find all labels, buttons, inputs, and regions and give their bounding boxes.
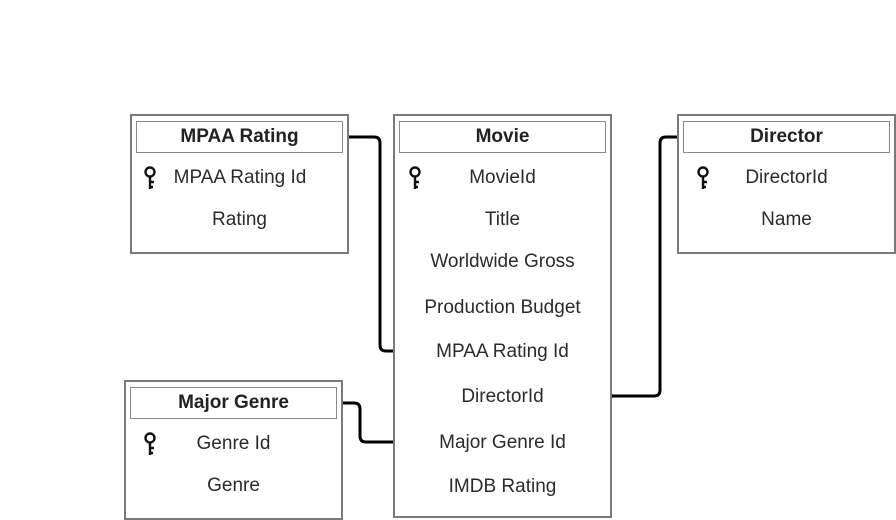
entity-major-genre[interactable]: Major Genre Genre Id Genre xyxy=(124,380,343,520)
field-director-id: DirectorId xyxy=(745,167,828,188)
field-major-genre-id: Major Genre Id xyxy=(439,432,566,453)
entity-title: Director xyxy=(683,121,890,153)
entity-mpaa-rating[interactable]: MPAA Rating MPAA Rating Id Rating xyxy=(130,114,349,254)
field-imdb-rating: IMDB Rating xyxy=(448,476,557,497)
field-genre: Genre xyxy=(207,475,260,496)
field-production-budget: Production Budget xyxy=(424,297,581,318)
field-worldwide-gross: Worldwide Gross xyxy=(430,251,575,272)
field-title: Title xyxy=(484,209,521,230)
entity-title: MPAA Rating xyxy=(136,121,343,153)
key-icon xyxy=(144,166,156,189)
connector-director-to-movie xyxy=(605,135,684,403)
entity-director[interactable]: Director DirectorId Name xyxy=(677,114,896,254)
entity-title: Major Genre xyxy=(130,387,337,419)
field-genre-id: Genre Id xyxy=(196,433,271,454)
connector-mpaa-rating-to-movie xyxy=(343,135,401,358)
connector-major-genre-to-movie xyxy=(338,401,401,449)
key-icon xyxy=(697,166,709,189)
entity-title: Movie xyxy=(399,121,606,153)
field-movie-id: MovieId xyxy=(469,167,536,188)
field-name: Name xyxy=(761,209,812,230)
field-rating: Rating xyxy=(212,209,267,230)
field-mpaa-rating-id: MPAA Rating Id xyxy=(436,341,569,362)
entity-movie[interactable]: Movie MovieId Title Worldwide Gross Prod… xyxy=(393,114,612,518)
key-icon xyxy=(144,432,156,455)
key-icon xyxy=(409,166,421,189)
field-mpaa-rating-id: MPAA Rating Id xyxy=(173,167,307,188)
field-director-id: DirectorId xyxy=(461,386,544,407)
